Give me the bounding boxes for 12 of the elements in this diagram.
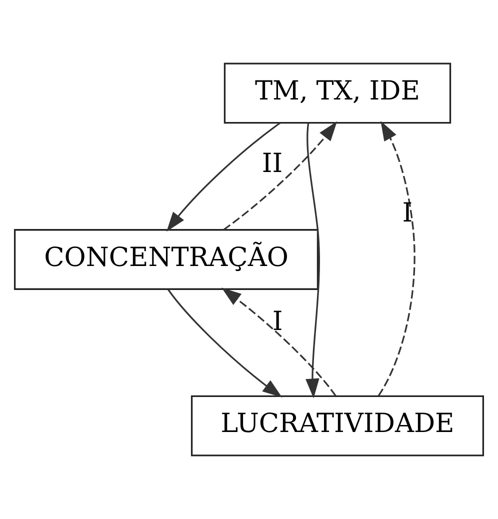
- arrow: [222, 288, 336, 396]
- arrow: [167, 289, 282, 398]
- edge-label: I: [272, 306, 283, 337]
- edge-label: II: [262, 149, 283, 180]
- arrow: [223, 121, 338, 230]
- node-box: CONCENTRAÇÃO: [14, 229, 319, 290]
- node-box: TM, TX, IDE: [224, 62, 452, 124]
- node-box: LUCRATIVIDADE: [190, 395, 484, 456]
- arrow: [306, 122, 320, 398]
- arrow: [166, 122, 281, 232]
- arrow: [378, 120, 416, 396]
- edge-label: I: [402, 198, 413, 228]
